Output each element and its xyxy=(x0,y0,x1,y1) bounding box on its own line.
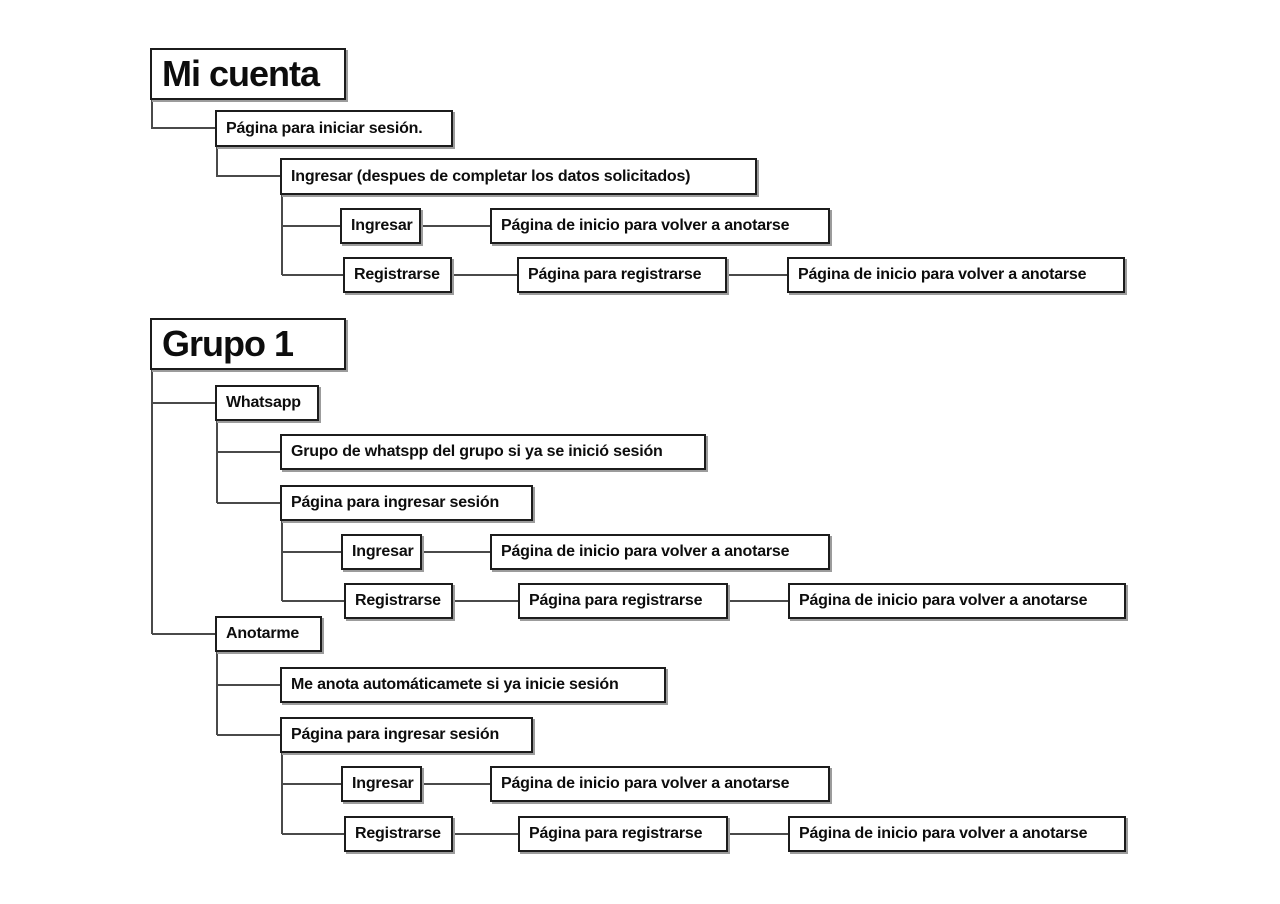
node-register-page-1[interactable]: Página para registrarse xyxy=(517,257,727,293)
node-home-return-6[interactable]: Página de inicio para volver a anotarse xyxy=(788,816,1126,852)
node-auto-note[interactable]: Me anota automáticamete si ya inicie ses… xyxy=(280,667,666,703)
node-login-page-whatsapp[interactable]: Página para ingresar sesión xyxy=(280,485,533,521)
node-register-1[interactable]: Registrarse xyxy=(343,257,452,293)
node-mi-cuenta-title[interactable]: Mi cuenta xyxy=(150,48,346,100)
node-login-page[interactable]: Página para iniciar sesión. xyxy=(215,110,453,147)
node-register-2[interactable]: Registrarse xyxy=(344,583,453,619)
node-anotarme[interactable]: Anotarme xyxy=(215,616,322,652)
node-register-page-3[interactable]: Página para registrarse xyxy=(518,816,728,852)
node-home-return-3[interactable]: Página de inicio para volver a anotarse xyxy=(490,534,830,570)
node-enter-after-data[interactable]: Ingresar (despues de completar los datos… xyxy=(280,158,757,195)
node-login-page-anotarme[interactable]: Página para ingresar sesión xyxy=(280,717,533,753)
node-home-return-1[interactable]: Página de inicio para volver a anotarse xyxy=(490,208,830,244)
node-home-return-4[interactable]: Página de inicio para volver a anotarse xyxy=(788,583,1126,619)
node-whatsapp-group[interactable]: Grupo de whatspp del grupo si ya se inic… xyxy=(280,434,706,470)
node-enter-2[interactable]: Ingresar xyxy=(341,534,422,570)
node-whatsapp[interactable]: Whatsapp xyxy=(215,385,319,421)
node-enter-1[interactable]: Ingresar xyxy=(340,208,421,244)
node-register-3[interactable]: Registrarse xyxy=(344,816,453,852)
node-register-page-2[interactable]: Página para registrarse xyxy=(518,583,728,619)
node-home-return-2[interactable]: Página de inicio para volver a anotarse xyxy=(787,257,1125,293)
node-grupo-1-title[interactable]: Grupo 1 xyxy=(150,318,346,370)
node-home-return-5[interactable]: Página de inicio para volver a anotarse xyxy=(490,766,830,802)
node-enter-3[interactable]: Ingresar xyxy=(341,766,422,802)
